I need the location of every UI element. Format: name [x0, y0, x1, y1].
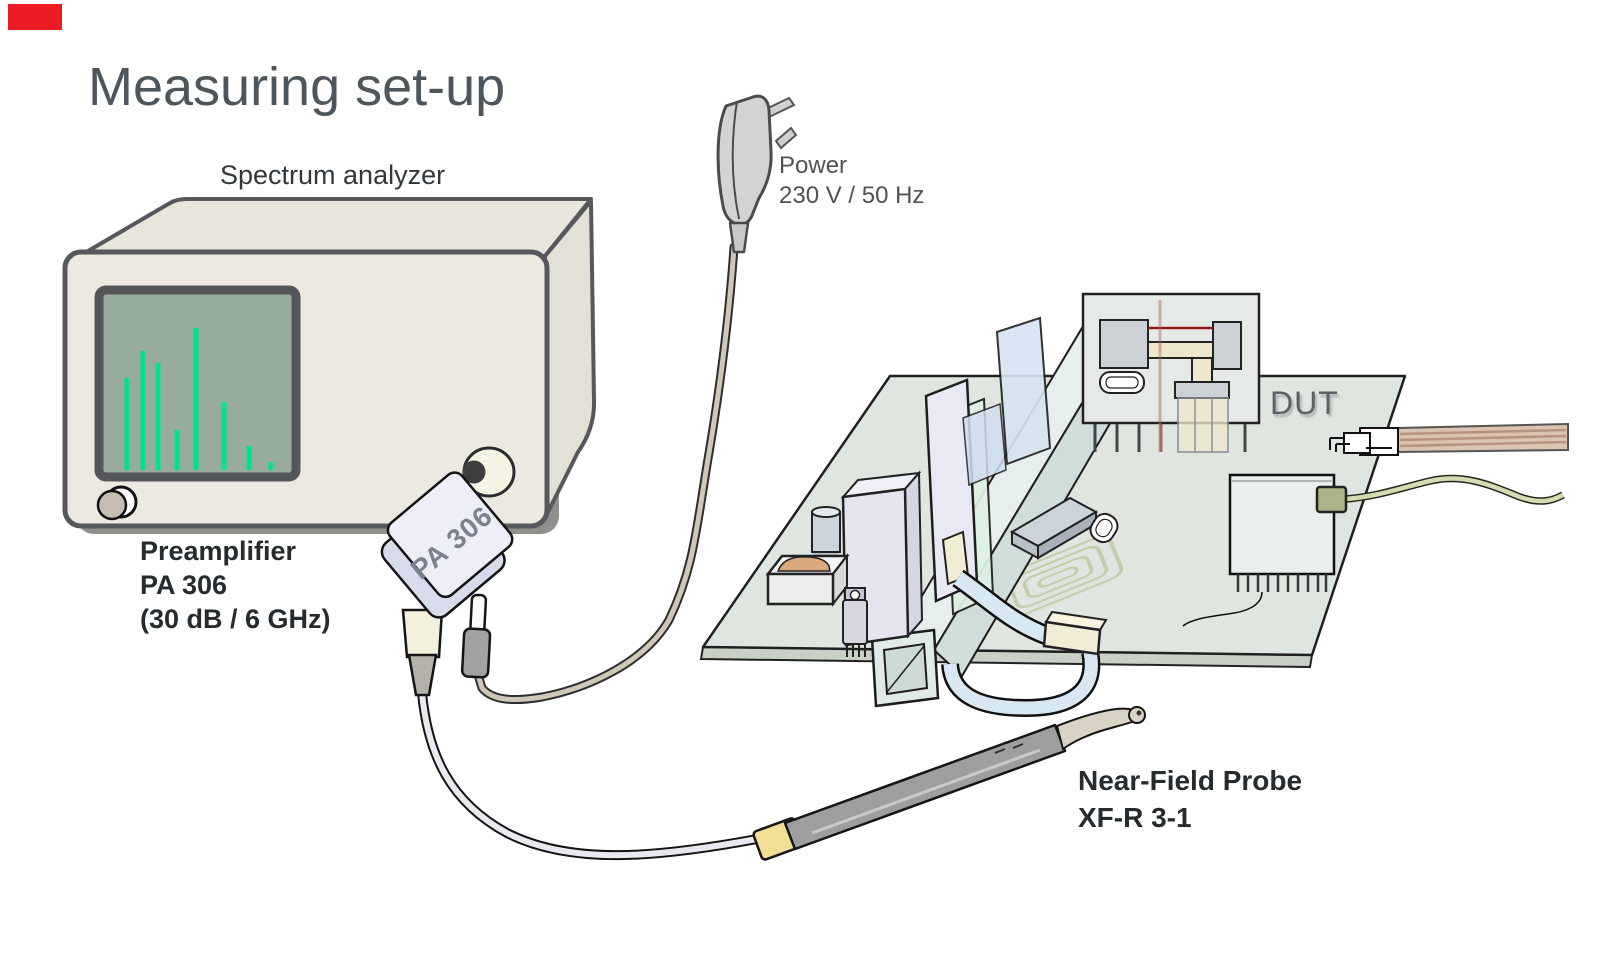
modular-plug-wires: [1329, 437, 1392, 452]
spectrum-bar: [140, 351, 146, 470]
to220-hole: [849, 589, 861, 601]
spectrum-trace-bars: [124, 328, 274, 470]
green-wire: [1345, 476, 1565, 504]
probe-body: [783, 723, 1067, 851]
spectrum-analyzer-label: Spectrum analyzer: [220, 160, 446, 190]
power-label-line1: Power: [779, 152, 848, 179]
spectrum-bar: [174, 430, 180, 470]
transformer-bobbin-bar: [1147, 341, 1214, 359]
spectrum-analyzer-illustration: [62, 197, 597, 534]
transformer-pins: [1093, 423, 1247, 452]
dc-barrel-connector: [460, 593, 492, 679]
to220-pins: [846, 644, 866, 657]
probe-cable-outline: [417, 688, 762, 861]
transformer-component: [1081, 292, 1261, 453]
flat-ribbon-stripes: [1399, 428, 1567, 448]
brand-mark: [8, 4, 62, 30]
near-field-probe-label-line2: XF-R 3-1: [1078, 802, 1192, 833]
spectrum-bar: [124, 378, 130, 470]
open-box-front: [766, 572, 835, 606]
ribbon-connector-b: [1042, 620, 1102, 656]
analyzer-top-face: [81, 197, 593, 258]
ribbon-upper: [953, 571, 1051, 644]
open-box-contents: [776, 556, 831, 572]
spectrum-bar: [155, 363, 161, 470]
rail-end-diagonal: [886, 645, 925, 693]
green-wire-connector: [1315, 485, 1348, 514]
spectrum-bar: [221, 402, 227, 470]
ribbon-loop: [943, 650, 1098, 715]
plug-pin-bottom: [774, 126, 798, 150]
glass-panel-small: [962, 402, 1007, 487]
to220-body: [842, 599, 868, 645]
transformer-window-inner: [1105, 376, 1139, 389]
preamplifier-label-line3: (30 dB / 6 GHz): [140, 604, 331, 634]
preamplifier-label: Preamplifier PA 306 (30 dB / 6 GHz): [140, 534, 331, 636]
transformer-core-right: [1212, 321, 1242, 370]
dut-board-illustration: [699, 292, 1569, 718]
ic-chip-pins: [1236, 574, 1328, 592]
spectrum-bar: [193, 328, 199, 470]
probe-tip-head: [1128, 706, 1146, 724]
probe-body-marks: [994, 743, 1024, 754]
preamp-box-face: [386, 471, 514, 599]
preamplifier-label-line2: PA 306: [140, 570, 228, 600]
near-field-probe-label-line1: Near-Field Probe: [1078, 765, 1303, 796]
probe-body-highlight: [811, 748, 1041, 835]
crystal: [1089, 512, 1119, 544]
rf-input-connector-bore: [462, 460, 486, 484]
transformer-core-left: [1099, 319, 1149, 369]
dut-label: DUT: [1270, 385, 1339, 421]
power-label-line2: 230 V / 50 Hz: [779, 182, 925, 209]
probe-cable: [419, 690, 760, 859]
power-plug-illustration: [460, 94, 798, 705]
bodge-wire: [1182, 591, 1263, 627]
transformer-socket: [1177, 397, 1229, 453]
page-title: Measuring set-up: [88, 57, 506, 117]
glass-panel-tall: [995, 316, 1052, 466]
transformer-bobbin-stem: [1191, 357, 1213, 385]
near-field-probe-illustration: [752, 706, 1146, 861]
probe-tip-aperture: [1136, 710, 1142, 716]
probe-tip: [1056, 707, 1139, 750]
preamplifier-illustration: [380, 471, 762, 861]
plug-body: [716, 94, 773, 226]
analyzer-right-face: [543, 199, 597, 520]
analyzer-knob[interactable]: [96, 489, 128, 521]
plug-strain-relief: [728, 221, 750, 254]
spectrum-bar: [268, 462, 274, 470]
plug-body-edge: [731, 100, 740, 220]
preamp-cable-boot: [407, 653, 438, 697]
near-field-probe-label: Near-Field Probe XF-R 3-1: [1078, 762, 1302, 836]
preamplifier-label-line1: Preamplifier: [140, 536, 297, 566]
power-label: Power 230 V / 50 Hz: [779, 151, 924, 211]
slab-chip-left: [1011, 530, 1039, 560]
transformer-base-block: [1174, 381, 1230, 399]
dc-connector-body: [460, 627, 492, 679]
transformer-socket-slots: [1194, 398, 1213, 452]
capacitor-top: [811, 506, 841, 518]
spectrum-bar: [246, 446, 252, 470]
power-cable: [476, 244, 737, 703]
